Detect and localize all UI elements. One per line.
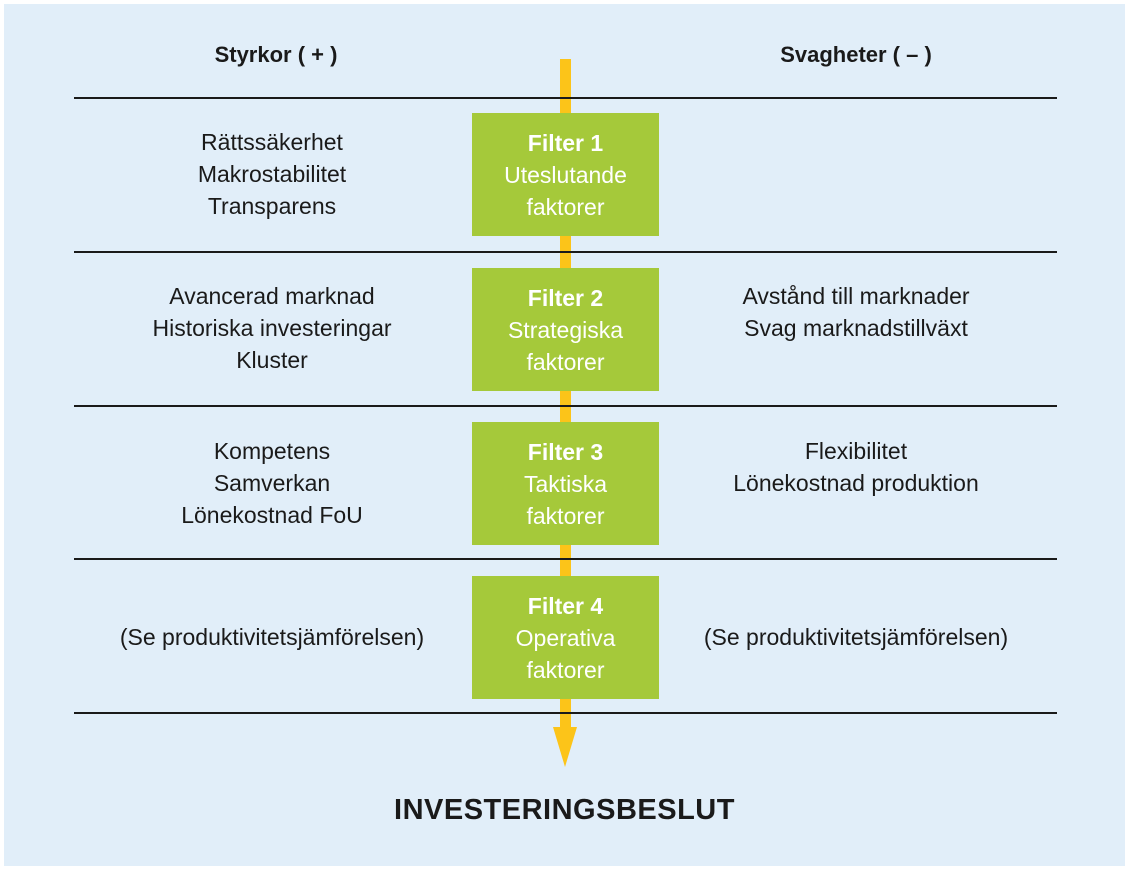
filter-label: Strategiska <box>507 316 624 343</box>
filter-4-box: Filter 4 Operativa faktorer <box>472 576 659 699</box>
strength-item: Kluster <box>236 347 308 373</box>
strengths-row-3: Kompetens Samverkan Lönekostnad FoU <box>72 435 472 531</box>
weaknesses-row-3: Flexibilitet Lönekostnad produktion <box>656 435 1056 499</box>
filter-label: Uteslutande <box>504 161 627 188</box>
decision-arrow-head <box>553 727 577 767</box>
filter-3-box: Filter 3 Taktiska faktorer <box>472 422 659 545</box>
filter-label: faktorer <box>526 348 605 375</box>
divider-line <box>74 558 1057 560</box>
filter-label: faktorer <box>526 193 605 220</box>
divider-line <box>74 405 1057 407</box>
filter-title: Filter 4 <box>527 592 604 619</box>
strengths-row-2: Avancerad marknad Historiska investering… <box>72 280 472 376</box>
filter-label: faktorer <box>526 656 605 683</box>
weakness-item: Flexibilitet <box>804 438 908 464</box>
filter-label: faktorer <box>526 502 605 529</box>
weakness-item: (Se produktivitetsjämförelsen) <box>703 624 1009 650</box>
filter-label: Taktiska <box>523 470 608 497</box>
strength-item: Historiska investeringar <box>152 315 392 341</box>
weakness-item: Svag marknadstillväxt <box>744 315 968 341</box>
diagram-panel: Styrkor ( + ) Svagheter ( – ) Filter 1 U… <box>4 4 1125 866</box>
strengths-row-1: Rättssäkerhet Makrostabilitet Transparen… <box>72 126 472 222</box>
weaknesses-header: Svagheter ( – ) <box>780 42 932 67</box>
weakness-item: Avstånd till marknader <box>742 283 970 309</box>
strength-item: Transparens <box>207 193 337 219</box>
divider-line <box>74 712 1057 714</box>
weaknesses-row-4: (Se produktivitetsjämförelsen) <box>656 621 1056 653</box>
strengths-header: Styrkor ( + ) <box>214 42 338 67</box>
strengths-row-4: (Se produktivitetsjämförelsen) <box>72 621 472 653</box>
divider-line <box>74 97 1057 99</box>
filter-1-box: Filter 1 Uteslutande faktorer <box>472 113 659 236</box>
divider-line <box>74 251 1057 253</box>
strength-item: Makrostabilitet <box>197 161 347 187</box>
filter-label: Operativa <box>515 624 616 651</box>
strength-item: Avancerad marknad <box>169 283 375 309</box>
strength-item: Kompetens <box>213 438 331 464</box>
filter-title: Filter 2 <box>527 284 604 311</box>
filter-title: Filter 1 <box>527 129 604 156</box>
weakness-item: Lönekostnad produktion <box>733 470 979 496</box>
strength-item: Rättssäkerhet <box>201 129 343 155</box>
strength-item: Lönekostnad FoU <box>181 502 363 528</box>
filter-2-box: Filter 2 Strategiska faktorer <box>472 268 659 391</box>
strength-item: (Se produktivitetsjämförelsen) <box>119 624 425 650</box>
investment-decision-label: INVESTERINGSBESLUT <box>394 794 735 826</box>
weaknesses-row-2: Avstånd till marknader Svag marknadstill… <box>656 280 1056 344</box>
strength-item: Samverkan <box>213 470 331 496</box>
filter-title: Filter 3 <box>527 438 604 465</box>
decision-arrow-shaft <box>560 59 571 729</box>
